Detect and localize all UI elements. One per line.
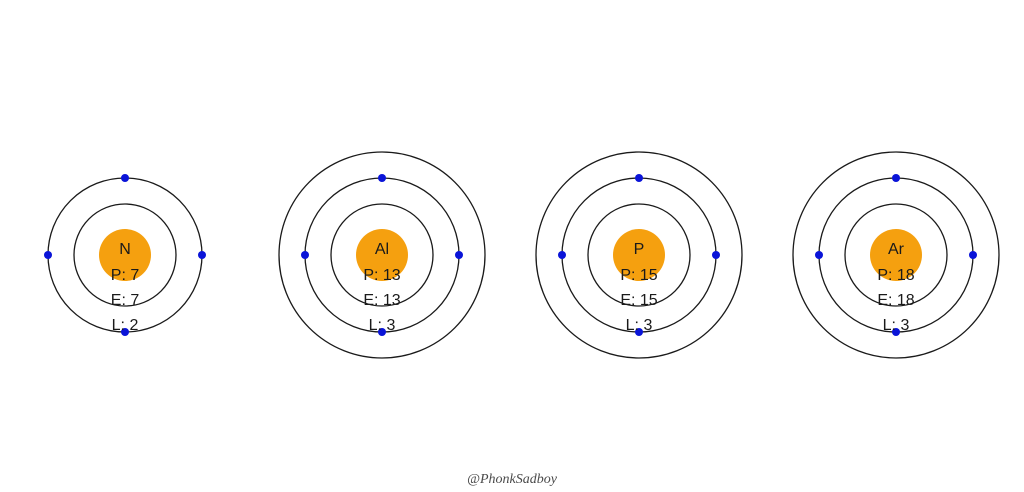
protons-label: P: 13 [363,267,400,284]
electrons-label: E: 7 [111,292,140,309]
element-symbol: Al [375,241,389,258]
shell-ring [73,203,177,307]
electron-dot [121,328,129,336]
levels-label: L: 3 [369,317,396,334]
shell-ring [587,203,691,307]
protons-label: P: 15 [620,267,657,284]
electron-dot [969,251,977,259]
electron-dot [455,251,463,259]
protons-label: P: 18 [877,267,914,284]
electron-dot [44,251,52,259]
nucleus [613,229,665,281]
electrons-label: E: 18 [877,292,914,309]
atom-al: Al P: 13 E: 13 L: 3 [278,151,486,359]
atom-ar: Ar P: 18 E: 18 L: 3 [792,151,1000,359]
atom-n: N P: 7 E: 7 L: 2 [44,174,206,336]
shell-ring [535,151,743,359]
levels-label: L: 2 [112,317,139,334]
nucleus [356,229,408,281]
shell-ring [278,151,486,359]
levels-label: L: 3 [883,317,910,334]
levels-label: L: 3 [626,317,653,334]
credit-text: @PhonkSadboy [467,472,557,487]
electrons-label: E: 13 [363,292,400,309]
electron-dot [712,251,720,259]
element-symbol: P [634,241,645,258]
nucleus [99,229,151,281]
electron-dot [635,328,643,336]
electron-dot [378,174,386,182]
shell-ring [330,203,434,307]
electron-dot [635,174,643,182]
element-symbol: Ar [888,241,905,258]
electron-dot [378,328,386,336]
shell-ring [792,151,1000,359]
atom-p: P P: 15 E: 15 L: 3 [535,151,743,359]
electron-dot [892,174,900,182]
electron-dot [815,251,823,259]
electron-dot [892,328,900,336]
element-symbol: N [119,241,131,258]
electrons-label: E: 15 [620,292,657,309]
nucleus [870,229,922,281]
shell-ring [844,203,948,307]
electron-dot [558,251,566,259]
electron-dot [198,251,206,259]
electron-dot [301,251,309,259]
electron-dot [121,174,129,182]
protons-label: P: 7 [111,267,140,284]
atoms-layer: N P: 7 E: 7 L: 2 Al P: 13 E: 13 L: 3 P P: 15 E: 15… [44,151,1000,359]
